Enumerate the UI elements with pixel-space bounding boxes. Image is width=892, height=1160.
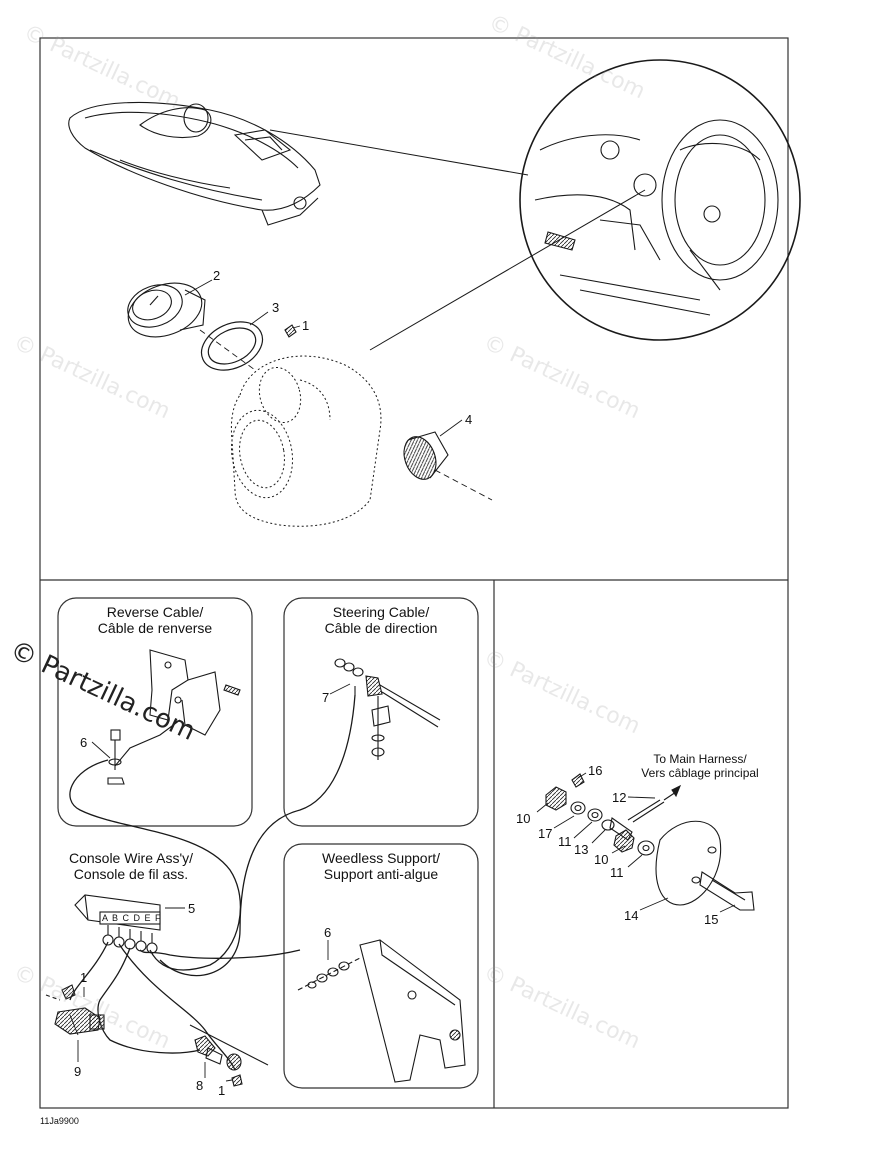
main-harness-title-en: To Main Harness/ <box>653 752 747 766</box>
weedless-support-title-en: Weedless Support/ <box>321 850 441 866</box>
callout-13: 13 <box>574 842 589 857</box>
magnified-helm-view <box>519 59 801 341</box>
leader-lines-right <box>536 772 736 913</box>
boat-illustration <box>68 101 321 226</box>
harness-hardware <box>545 773 755 911</box>
weedless-support-bracket <box>297 939 466 1083</box>
callout-4: 4 <box>465 412 473 427</box>
callout-17: 17 <box>538 826 553 841</box>
figure-code: 11Ja9900 <box>40 1116 79 1126</box>
main-harness-title: To Main Harness/ Vers câblage principal <box>620 752 780 780</box>
sub-panels <box>57 597 479 1089</box>
wiring <box>69 694 356 1071</box>
callout-7: 7 <box>322 690 330 705</box>
console-connector-part-5 <box>74 894 161 954</box>
callout-12: 12 <box>612 790 627 805</box>
callout-1-bottom: 1 <box>218 1083 226 1098</box>
callout-1-left: 1 <box>80 970 88 985</box>
grommet-part-4 <box>403 431 449 480</box>
steering-cable-title-en: Steering Cable/ <box>332 604 430 620</box>
ring-part-3 <box>200 321 264 371</box>
callout-10-upper: 10 <box>516 811 531 826</box>
main-harness-title-fr: Vers câblage principal <box>641 766 759 780</box>
callout-16: 16 <box>588 763 603 778</box>
console-housing <box>230 355 382 527</box>
steering-cable <box>334 658 441 760</box>
steering-cable-title: Steering Cable/ Câble de direction <box>286 604 476 636</box>
callout-1: 1 <box>302 318 310 333</box>
connector-letters: A B C D E F <box>102 913 162 923</box>
reverse-cable-title-en: Reverse Cable/ <box>106 604 204 620</box>
callout-8: 8 <box>196 1078 204 1093</box>
weedless-support-title: Weedless Support/ Support anti-algue <box>286 850 476 882</box>
leader-lines-bottom <box>69 683 351 1082</box>
connector-part-8 <box>189 1024 269 1087</box>
callout-11-lower: 11 <box>610 865 624 880</box>
callout-3: 3 <box>272 300 280 315</box>
nut-part-1 <box>284 324 297 338</box>
connector-part-9 <box>45 984 105 1035</box>
callout-9: 9 <box>74 1064 82 1079</box>
steering-cable-title-fr: Câble de direction <box>324 620 438 636</box>
frame <box>39 37 789 1109</box>
bolt-part-6 <box>107 729 125 785</box>
gauge-part-2 <box>127 282 206 338</box>
console-wire-title-fr: Console de fil ass. <box>73 866 189 882</box>
callout-11-upper: 11 <box>558 834 572 849</box>
callout-6-weedless: 6 <box>324 925 332 940</box>
console-wire-title-en: Console Wire Ass'y/ <box>68 850 194 866</box>
callout-5: 5 <box>188 901 196 916</box>
leader-lines-top <box>184 279 463 437</box>
weedless-support-title-fr: Support anti-algue <box>323 866 439 882</box>
callout-14: 14 <box>624 908 639 923</box>
reverse-cable-bracket <box>114 649 241 767</box>
callout-15: 15 <box>704 912 719 927</box>
reverse-cable-title-fr: Câble de renverse <box>97 620 213 636</box>
console-wire-title: Console Wire Ass'y/ Console de fil ass. <box>36 850 226 882</box>
reverse-cable-title: Reverse Cable/ Câble de renverse <box>60 604 250 636</box>
callout-10-lower: 10 <box>594 852 609 867</box>
callout-6-reverse: 6 <box>80 735 88 750</box>
callout-2: 2 <box>213 268 221 283</box>
